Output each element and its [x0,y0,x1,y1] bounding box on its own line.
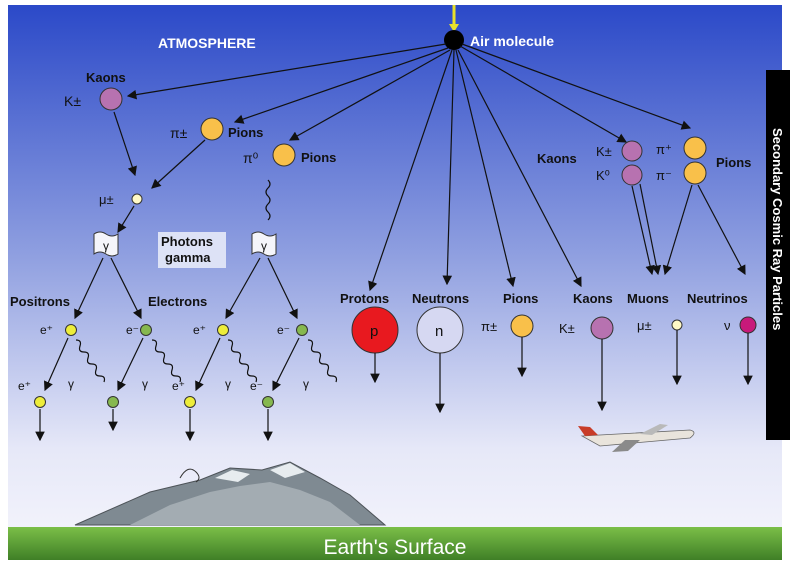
right-k0-circle [621,164,643,186]
wave-4 [307,339,338,383]
pion-circle [200,117,224,141]
svg-text:γ: γ [103,239,109,253]
right-kpm-circle [621,140,643,162]
right-piminus-circle [683,161,707,185]
gamma-scroll-2: γ [251,231,277,257]
muons-label: Muons [627,291,669,306]
positrons-label: Positrons [10,294,70,309]
earth-surface-label: Earth's Surface [324,536,467,559]
pions-label: Pions [228,125,263,140]
bottom-muon-circle [671,319,683,331]
neutron-symbol: n [435,323,443,340]
proton-symbol: p [370,323,378,340]
right-piplus-circle [683,136,707,160]
side-banner [766,70,790,440]
gamma-label: gamma [165,250,211,265]
right-k0-symbol: K⁰ [596,168,610,183]
eplus-label-2: e⁺ [193,323,206,337]
positron-3 [34,396,46,408]
gamma-small-2: γ [142,377,148,391]
svg-text:γ: γ [261,239,267,253]
muon-symbol: μ± [99,192,114,207]
electron-1 [140,324,152,336]
neutrons-label: Neutrons [412,291,469,306]
wave-1 [75,339,106,383]
air-molecule-label: Air molecule [470,33,554,49]
gamma-small-1: γ [68,377,74,391]
eminus-label-1: e⁻ [126,323,139,337]
eplus-label-1: e⁺ [40,323,53,337]
gamma-small-3: γ [225,377,231,391]
pi0-circle [272,143,296,167]
primary-arrows [126,43,692,292]
air-molecule-dot [444,30,464,50]
eminus-label-4: e⁻ [250,379,263,393]
wave-3 [227,339,258,383]
bottom-neutrino-circle [739,316,757,334]
airplane-icon [578,424,695,452]
right-pions-label: Pions [716,155,751,170]
bottom-kaons-label: Kaons [573,291,613,306]
right-kaons-label: Kaons [537,151,577,166]
electrons-label: Electrons [148,294,207,309]
gamma-scroll-1: γ [93,231,119,257]
eplus-label-3: e⁺ [18,379,31,393]
photons-label: Photons [161,234,213,249]
bottom-pi-symbol: π± [481,319,497,334]
kaon-circle [99,87,123,111]
right-piplus-symbol: π⁺ [656,142,672,157]
neutrinos-label: Neutrinos [687,291,748,306]
atmosphere-label: ATMOSPHERE [158,35,256,51]
pi0-decay-wave [265,179,271,221]
kaon-symbol: K± [64,93,81,109]
mountains-icon [74,461,387,526]
bottom-mu-symbol: μ± [637,318,652,333]
pions-label-2: Pions [301,150,336,165]
electron-4 [262,396,274,408]
positron-4 [184,396,196,408]
bottom-kpm-symbol: K± [559,321,575,336]
positron-2 [217,324,229,336]
wave-2 [151,339,182,383]
earth-surface-band [8,527,782,560]
bottom-pions-label: Pions [503,291,538,306]
bottom-kaon-circle [590,316,614,340]
muon-circle [131,193,143,205]
electron-3 [107,396,119,408]
bottom-nu-symbol: ν [724,318,731,333]
sky-background [8,5,782,560]
positron-1 [65,324,77,336]
eplus-label-4: e⁺ [172,379,185,393]
protons-label: Protons [340,291,389,306]
gamma-small-4: γ [303,377,309,391]
pi0-symbol: π⁰ [243,150,259,166]
photons-label-bg [158,232,226,268]
right-kpm-symbol: K± [596,144,612,159]
right-piminus-symbol: π⁻ [656,168,672,183]
bottom-pion-circle [510,314,534,338]
eminus-label-2: e⁻ [277,323,290,337]
electron-2 [296,324,308,336]
kaons-title: Kaons [86,70,126,85]
side-banner-text: Secondary Cosmic Ray Particles [770,128,785,330]
pion-symbol: π± [170,125,188,141]
